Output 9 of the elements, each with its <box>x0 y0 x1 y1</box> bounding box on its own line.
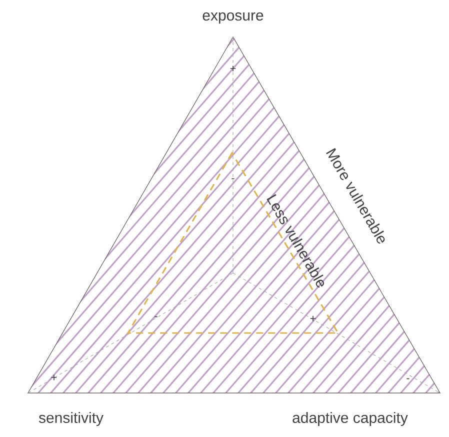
plus-sign: + <box>51 374 57 380</box>
axis-label: sensitivity <box>38 412 104 426</box>
plus-sign: + <box>310 316 316 322</box>
minus-sign: - <box>232 178 234 180</box>
minus-sign: - <box>154 316 158 318</box>
plus-sign: + <box>230 66 236 72</box>
minus-sign: - <box>406 378 410 380</box>
axis-label: exposure <box>202 12 264 24</box>
axis-label: adaptive capacity <box>292 412 408 426</box>
